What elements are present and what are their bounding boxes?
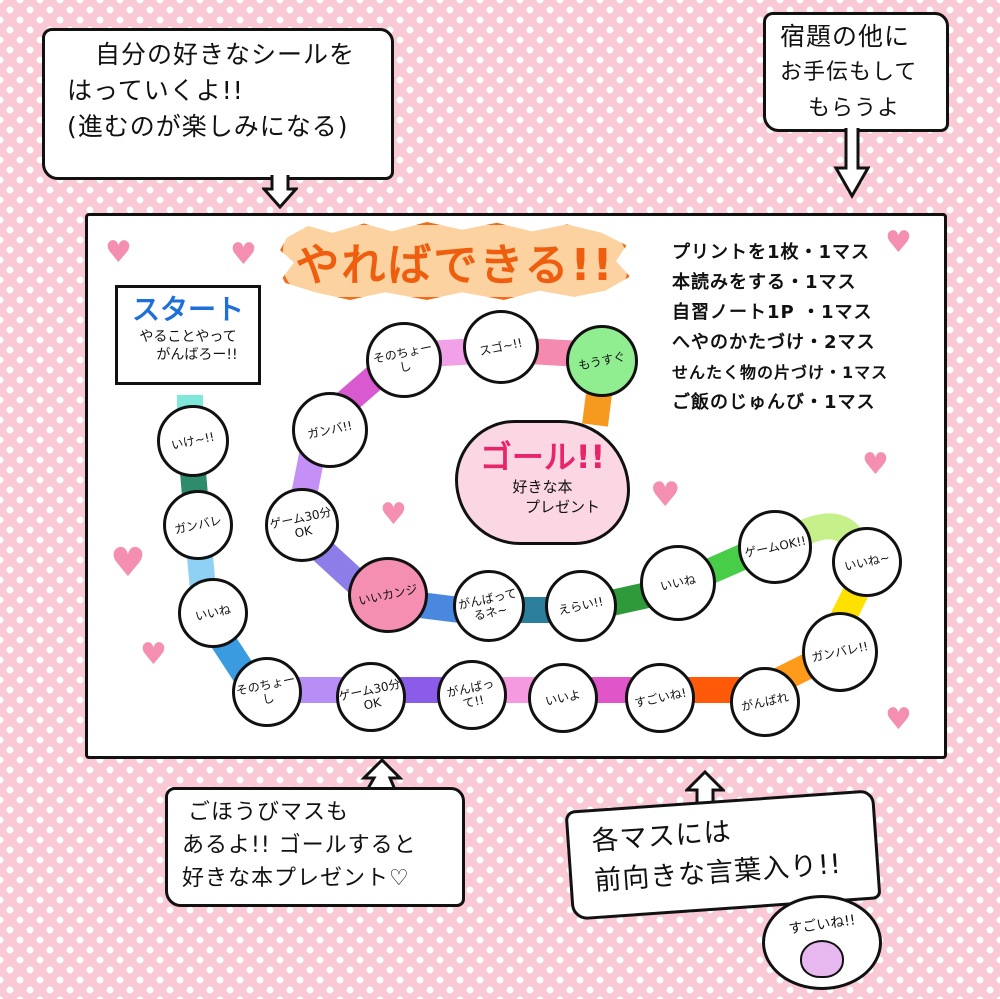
square-text: がんばって!! [445, 676, 496, 711]
board-square: がんばってるネ~ [453, 570, 525, 642]
board-square: そのちょーし [366, 322, 442, 398]
square-text: そのちょーし [371, 340, 434, 375]
callout-line: もらうよ [808, 96, 901, 121]
board-square: いいカンジ [348, 557, 428, 633]
board-square: ガンバレ [163, 490, 233, 560]
start-label: スタート [131, 293, 244, 326]
heart-icon: ♥ [885, 225, 912, 260]
start-subtitle: がんばろー!! [156, 347, 238, 363]
rule-item: 自習ノート1P ・1マス [672, 302, 873, 323]
square-text: そのちょーし [234, 672, 297, 707]
board-square: いけ~!! [157, 405, 229, 477]
callout-line: はっていくよ!! [67, 76, 244, 105]
example-square-text: すごいね!! [787, 912, 857, 938]
callout-line: 自分の好きなシールを [95, 40, 356, 69]
goal-subtitle: 好きな本 [512, 478, 573, 496]
start-sign: スタート やることやって がんばろー!! [115, 285, 261, 385]
square-text: いいカンジ [357, 581, 419, 609]
board-square: すごいね! [625, 663, 695, 733]
board-square: がんばれ [730, 667, 800, 737]
example-square-bubble: すごいね!! [762, 895, 882, 990]
square-text: もうすぐ [577, 349, 627, 373]
square-text: いけ~!! [170, 429, 216, 453]
board-square: もうすぐ [566, 325, 638, 397]
board-square: ガンバ!! [292, 392, 368, 468]
square-text: ガンバレ [173, 513, 223, 537]
board-square: ガンバレ!! [802, 612, 878, 692]
goal-cloud: ゴール!! 好きな本 プレゼント [455, 420, 630, 545]
heart-icon: ♥ [650, 475, 681, 515]
board-square: がんばって!! [437, 660, 507, 730]
board-square: ゲーム30分OK [265, 488, 339, 562]
callout-stickers: 自分の好きなシールを はっていくよ!! (進むのが楽しみになる) [42, 28, 394, 180]
callout-line: (進むのが楽しみになる) [67, 112, 349, 141]
callout-line: あるよ!! ゴールすると [182, 833, 417, 858]
square-text: すごいね! [632, 685, 688, 711]
rule-item: 本読みをする・1マス [672, 272, 857, 293]
square-text: ガンバ!! [306, 418, 354, 442]
board-square: いいよ [528, 663, 598, 733]
rule-item: プリントを1枚・1マス [672, 242, 871, 263]
callout-line: 好きな本プレゼント♡ [182, 866, 410, 891]
board-square: ゲーム30分OK [336, 662, 406, 732]
board-square: いいね~ [832, 527, 902, 597]
up-arrow-icon [685, 770, 725, 804]
heart-icon: ♥ [140, 637, 167, 672]
square-text: いいね [193, 602, 233, 624]
square-text: ゲーム30分OK [268, 504, 333, 541]
square-text: えらい!! [557, 594, 605, 618]
square-text: がんばれ [740, 690, 790, 714]
rabbit-icon [800, 940, 844, 978]
board-title: やればできる!! [280, 222, 630, 300]
board-square: いいね [178, 578, 248, 648]
square-text: いいね [658, 572, 698, 594]
goal-label: ゴール!! [479, 438, 606, 476]
callout-chores: 宿題の他に お手伝もして もらうよ [763, 12, 949, 132]
square-text: ガンバレ!! [810, 639, 870, 665]
heart-icon: ♥ [110, 540, 146, 586]
square-text: ゲーム30分OK [337, 676, 402, 713]
heart-icon: ♥ [380, 497, 407, 532]
up-arrow-icon [360, 758, 404, 793]
board-square: スゴ~!! [463, 310, 539, 384]
square-text: ゲームOK!! [742, 533, 808, 561]
heart-icon: ♥ [105, 235, 132, 270]
square-text: がんばってるネ~ [457, 586, 519, 624]
board-square: そのちょーし [232, 657, 302, 727]
heart-icon: ♥ [230, 237, 257, 272]
rule-item: ご飯のじゅんび・1マス [672, 392, 876, 413]
rules-list: プリントを1枚・1マス 本読みをする・1マス 自習ノート1P ・1マス へやのか… [672, 238, 888, 418]
callout-line: お手伝もして [780, 60, 918, 85]
down-arrow-icon [262, 175, 298, 209]
square-text: いいね~ [843, 550, 891, 574]
callout-rewards: ごほうびマスも あるよ!! ゴールすると 好きな本プレゼント♡ [165, 787, 465, 907]
goal-subtitle: プレゼント [524, 498, 600, 516]
rule-item: せんたく物の片づけ・1マス [672, 363, 889, 382]
heart-icon: ♥ [862, 447, 889, 482]
down-arrow-icon [833, 128, 871, 200]
square-text: スゴ~!! [478, 335, 524, 359]
rule-item: へやのかたづけ・2マス [672, 332, 876, 353]
start-subtitle: やることやって [139, 329, 237, 345]
board-square: いいね [640, 545, 716, 621]
heart-icon: ♥ [885, 702, 912, 737]
board-square: えらい!! [545, 570, 617, 642]
callout-line: ごほうびマスも [188, 800, 350, 825]
board-square: ゲームOK!! [738, 510, 812, 584]
callout-line: 宿題の他に [780, 22, 911, 51]
square-text: いいよ [544, 687, 582, 709]
